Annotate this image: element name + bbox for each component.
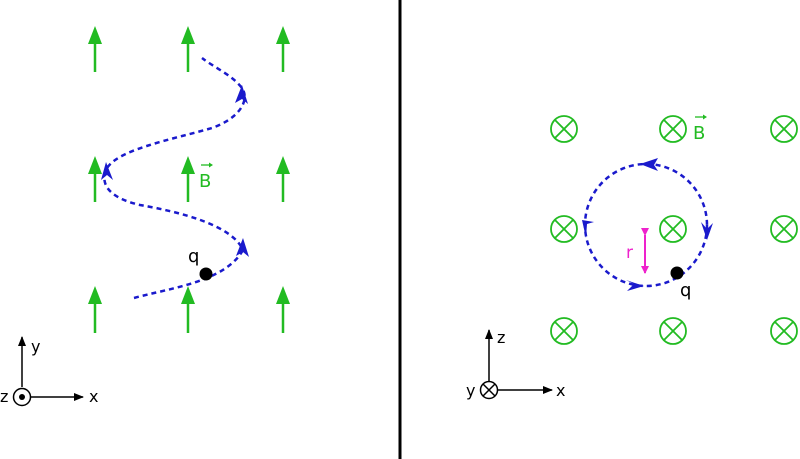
field-arrow-up-icon — [88, 156, 102, 202]
trajectory-arrowhead-icon — [582, 220, 594, 238]
field-label-text: B — [693, 123, 705, 144]
field-arrow-up-icon — [88, 26, 102, 72]
charge-label: q — [188, 246, 199, 267]
field-arrows-up — [88, 26, 290, 333]
field-into-page-icon — [770, 317, 798, 345]
field-arrow-up-icon — [181, 26, 195, 72]
field-into-page-icon — [659, 317, 687, 345]
field-arrow-up-icon — [181, 286, 195, 333]
trajectory-arrowhead-icon — [640, 158, 658, 171]
field-arrow-up-icon — [276, 26, 290, 72]
axis-label-y: y — [31, 337, 40, 356]
trajectory-arrowhead-icon — [235, 85, 248, 104]
field-into-page-icon — [770, 115, 798, 143]
field-into-page-icon — [550, 215, 578, 243]
field-into-page-icon — [659, 115, 687, 143]
axis-label-z: z — [497, 328, 505, 347]
axes-left: y x z — [0, 336, 98, 407]
axis-label-x: x — [556, 381, 565, 400]
field-label-right: B — [693, 114, 707, 144]
into-page-icon — [479, 380, 499, 400]
field-label-text: B — [199, 171, 211, 192]
axis-label-x: x — [89, 387, 98, 406]
field-into-page-icon — [659, 215, 687, 243]
radius-label: r — [626, 243, 633, 263]
trajectory-arrowhead-icon — [236, 238, 249, 257]
axis-label-y: y — [466, 381, 475, 400]
trajectory-arrowhead-icon — [701, 222, 713, 240]
field-label-left: B — [199, 162, 213, 192]
charge-dot — [670, 266, 684, 280]
axis-label-z: z — [0, 387, 8, 406]
field-into-page-grid — [550, 115, 798, 345]
charge-label: q — [680, 280, 691, 301]
field-into-page-icon — [770, 215, 798, 243]
trajectory-arrowhead-icon — [101, 162, 113, 180]
out-of-page-icon — [12, 387, 32, 407]
helical-trajectory — [103, 57, 246, 300]
axes-right: z x y — [466, 328, 565, 400]
trajectory-arrowhead-icon — [626, 280, 644, 291]
field-into-page-icon — [550, 317, 578, 345]
right-panel: B r q z x y — [466, 114, 798, 400]
left-panel: B q y x z — [0, 26, 290, 407]
charge-dot — [199, 267, 213, 281]
field-arrow-up-icon — [276, 286, 290, 333]
field-into-page-icon — [550, 115, 578, 143]
field-arrow-up-icon — [181, 156, 195, 202]
field-arrow-up-icon — [88, 286, 102, 333]
field-arrow-up-icon — [276, 156, 290, 202]
